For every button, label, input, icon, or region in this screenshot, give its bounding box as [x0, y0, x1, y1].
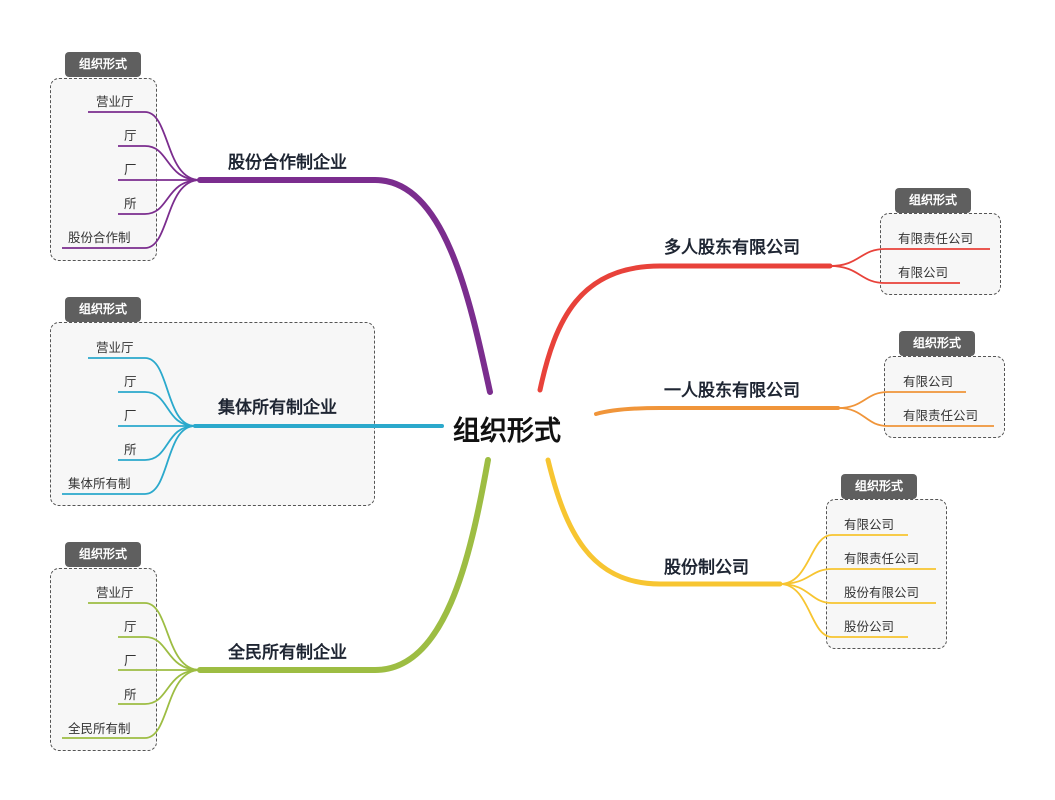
- connector-gufenhezuo-leaf-4: [118, 179, 201, 215]
- connector-root-duoren: [537, 263, 833, 393]
- leaf-jiti-4[interactable]: 所: [124, 442, 137, 457]
- group-box-yiren: [884, 356, 1005, 438]
- group-box-quanmin: [50, 568, 157, 751]
- connector-duoren-leaf-1: [829, 248, 990, 267]
- connector-gufenzhi-leaf-1: [779, 534, 908, 585]
- leaf-jiti-1[interactable]: 营业厅: [96, 340, 134, 355]
- connector-quanmin-leaf-2: [118, 636, 201, 671]
- group-box-gufenhezuo: [50, 78, 157, 261]
- leaf-jiti-5[interactable]: 集体所有制: [68, 476, 131, 491]
- leaf-quanmin-1[interactable]: 营业厅: [96, 585, 134, 600]
- leaf-gufenzhi-2[interactable]: 有限责任公司: [844, 551, 920, 566]
- connector-yiren-leaf-1: [837, 391, 966, 409]
- leaf-gufenzhi-4[interactable]: 股份公司: [844, 619, 895, 634]
- branch-label-jiti[interactable]: 集体所有制企业: [218, 398, 337, 418]
- group-tag-gufenhezuo[interactable]: 组织形式: [65, 52, 141, 77]
- group-tag-yiren[interactable]: 组织形式: [899, 331, 975, 356]
- leaf-gufenhezuo-3[interactable]: 厂: [124, 162, 137, 177]
- connector-gufenzhi-leaf-3: [779, 583, 936, 604]
- group-box-jiti: [50, 322, 375, 506]
- leaf-quanmin-5[interactable]: 全民所有制: [68, 721, 131, 736]
- group-tag-quanmin[interactable]: 组织形式: [65, 542, 141, 567]
- leaf-jiti-3[interactable]: 厂: [124, 408, 137, 423]
- connector-gufenhezuo-leaf-5: [62, 179, 201, 249]
- connector-gufenzhi-leaf-2: [779, 568, 936, 585]
- group-tag-duoren[interactable]: 组织形式: [895, 188, 971, 213]
- branch-label-duoren[interactable]: 多人股东有限公司: [664, 238, 800, 258]
- branch-label-yiren[interactable]: 一人股东有限公司: [664, 381, 800, 401]
- leaf-gufenhezuo-1[interactable]: 营业厅: [96, 94, 134, 109]
- leaf-gufenzhi-3[interactable]: 股份有限公司: [844, 585, 920, 600]
- connector-root-gufenzhi: [545, 457, 783, 587]
- root-node-title[interactable]: 组织形式: [453, 416, 561, 447]
- connector-root-yiren: [594, 406, 840, 416]
- connector-duoren-leaf-2: [829, 265, 960, 284]
- connector-quanmin-leaf-1: [88, 602, 201, 671]
- connector-jiti-leaf-5: [62, 425, 196, 495]
- connector-jiti-leaf-1: [88, 357, 196, 427]
- connector-yiren-leaf-2: [837, 407, 994, 427]
- leaf-duoren-1[interactable]: 有限责任公司: [898, 231, 974, 246]
- connector-root-quanmin: [197, 457, 491, 673]
- group-tag-jiti[interactable]: 组织形式: [65, 297, 141, 322]
- connector-quanmin-leaf-4: [118, 669, 201, 705]
- leaf-quanmin-3[interactable]: 厂: [124, 653, 137, 668]
- connector-quanmin-leaf-5: [62, 669, 201, 739]
- connector-gufenhezuo-leaf-1: [88, 111, 201, 181]
- group-box-duoren: [880, 213, 1001, 295]
- connector-jiti-leaf-4: [118, 425, 196, 461]
- leaf-yiren-1[interactable]: 有限公司: [903, 374, 954, 389]
- leaf-gufenhezuo-2[interactable]: 厅: [124, 128, 137, 143]
- connector-gufenzhi-leaf-4: [779, 583, 908, 638]
- leaf-quanmin-4[interactable]: 所: [124, 687, 137, 702]
- connector-root-gufenhezuo: [197, 177, 493, 395]
- leaf-gufenhezuo-4[interactable]: 所: [124, 196, 137, 211]
- leaf-gufenhezuo-5[interactable]: 股份合作制: [68, 230, 131, 245]
- connector-jiti-leaf-2: [118, 391, 196, 427]
- group-tag-gufenzhi[interactable]: 组织形式: [841, 474, 917, 499]
- leaf-gufenzhi-1[interactable]: 有限公司: [844, 517, 895, 532]
- leaf-jiti-2[interactable]: 厅: [124, 374, 137, 389]
- leaf-quanmin-2[interactable]: 厅: [124, 619, 137, 634]
- branch-label-quanmin[interactable]: 全民所有制企业: [228, 643, 347, 663]
- connector-gufenhezuo-leaf-2: [118, 145, 201, 181]
- leaf-duoren-2[interactable]: 有限公司: [898, 265, 949, 280]
- group-box-gufenzhi: [826, 499, 947, 649]
- branch-label-gufenhezuo[interactable]: 股份合作制企业: [228, 153, 347, 173]
- leaf-yiren-2[interactable]: 有限责任公司: [903, 408, 979, 423]
- branch-label-gufenzhi[interactable]: 股份制公司: [664, 558, 749, 578]
